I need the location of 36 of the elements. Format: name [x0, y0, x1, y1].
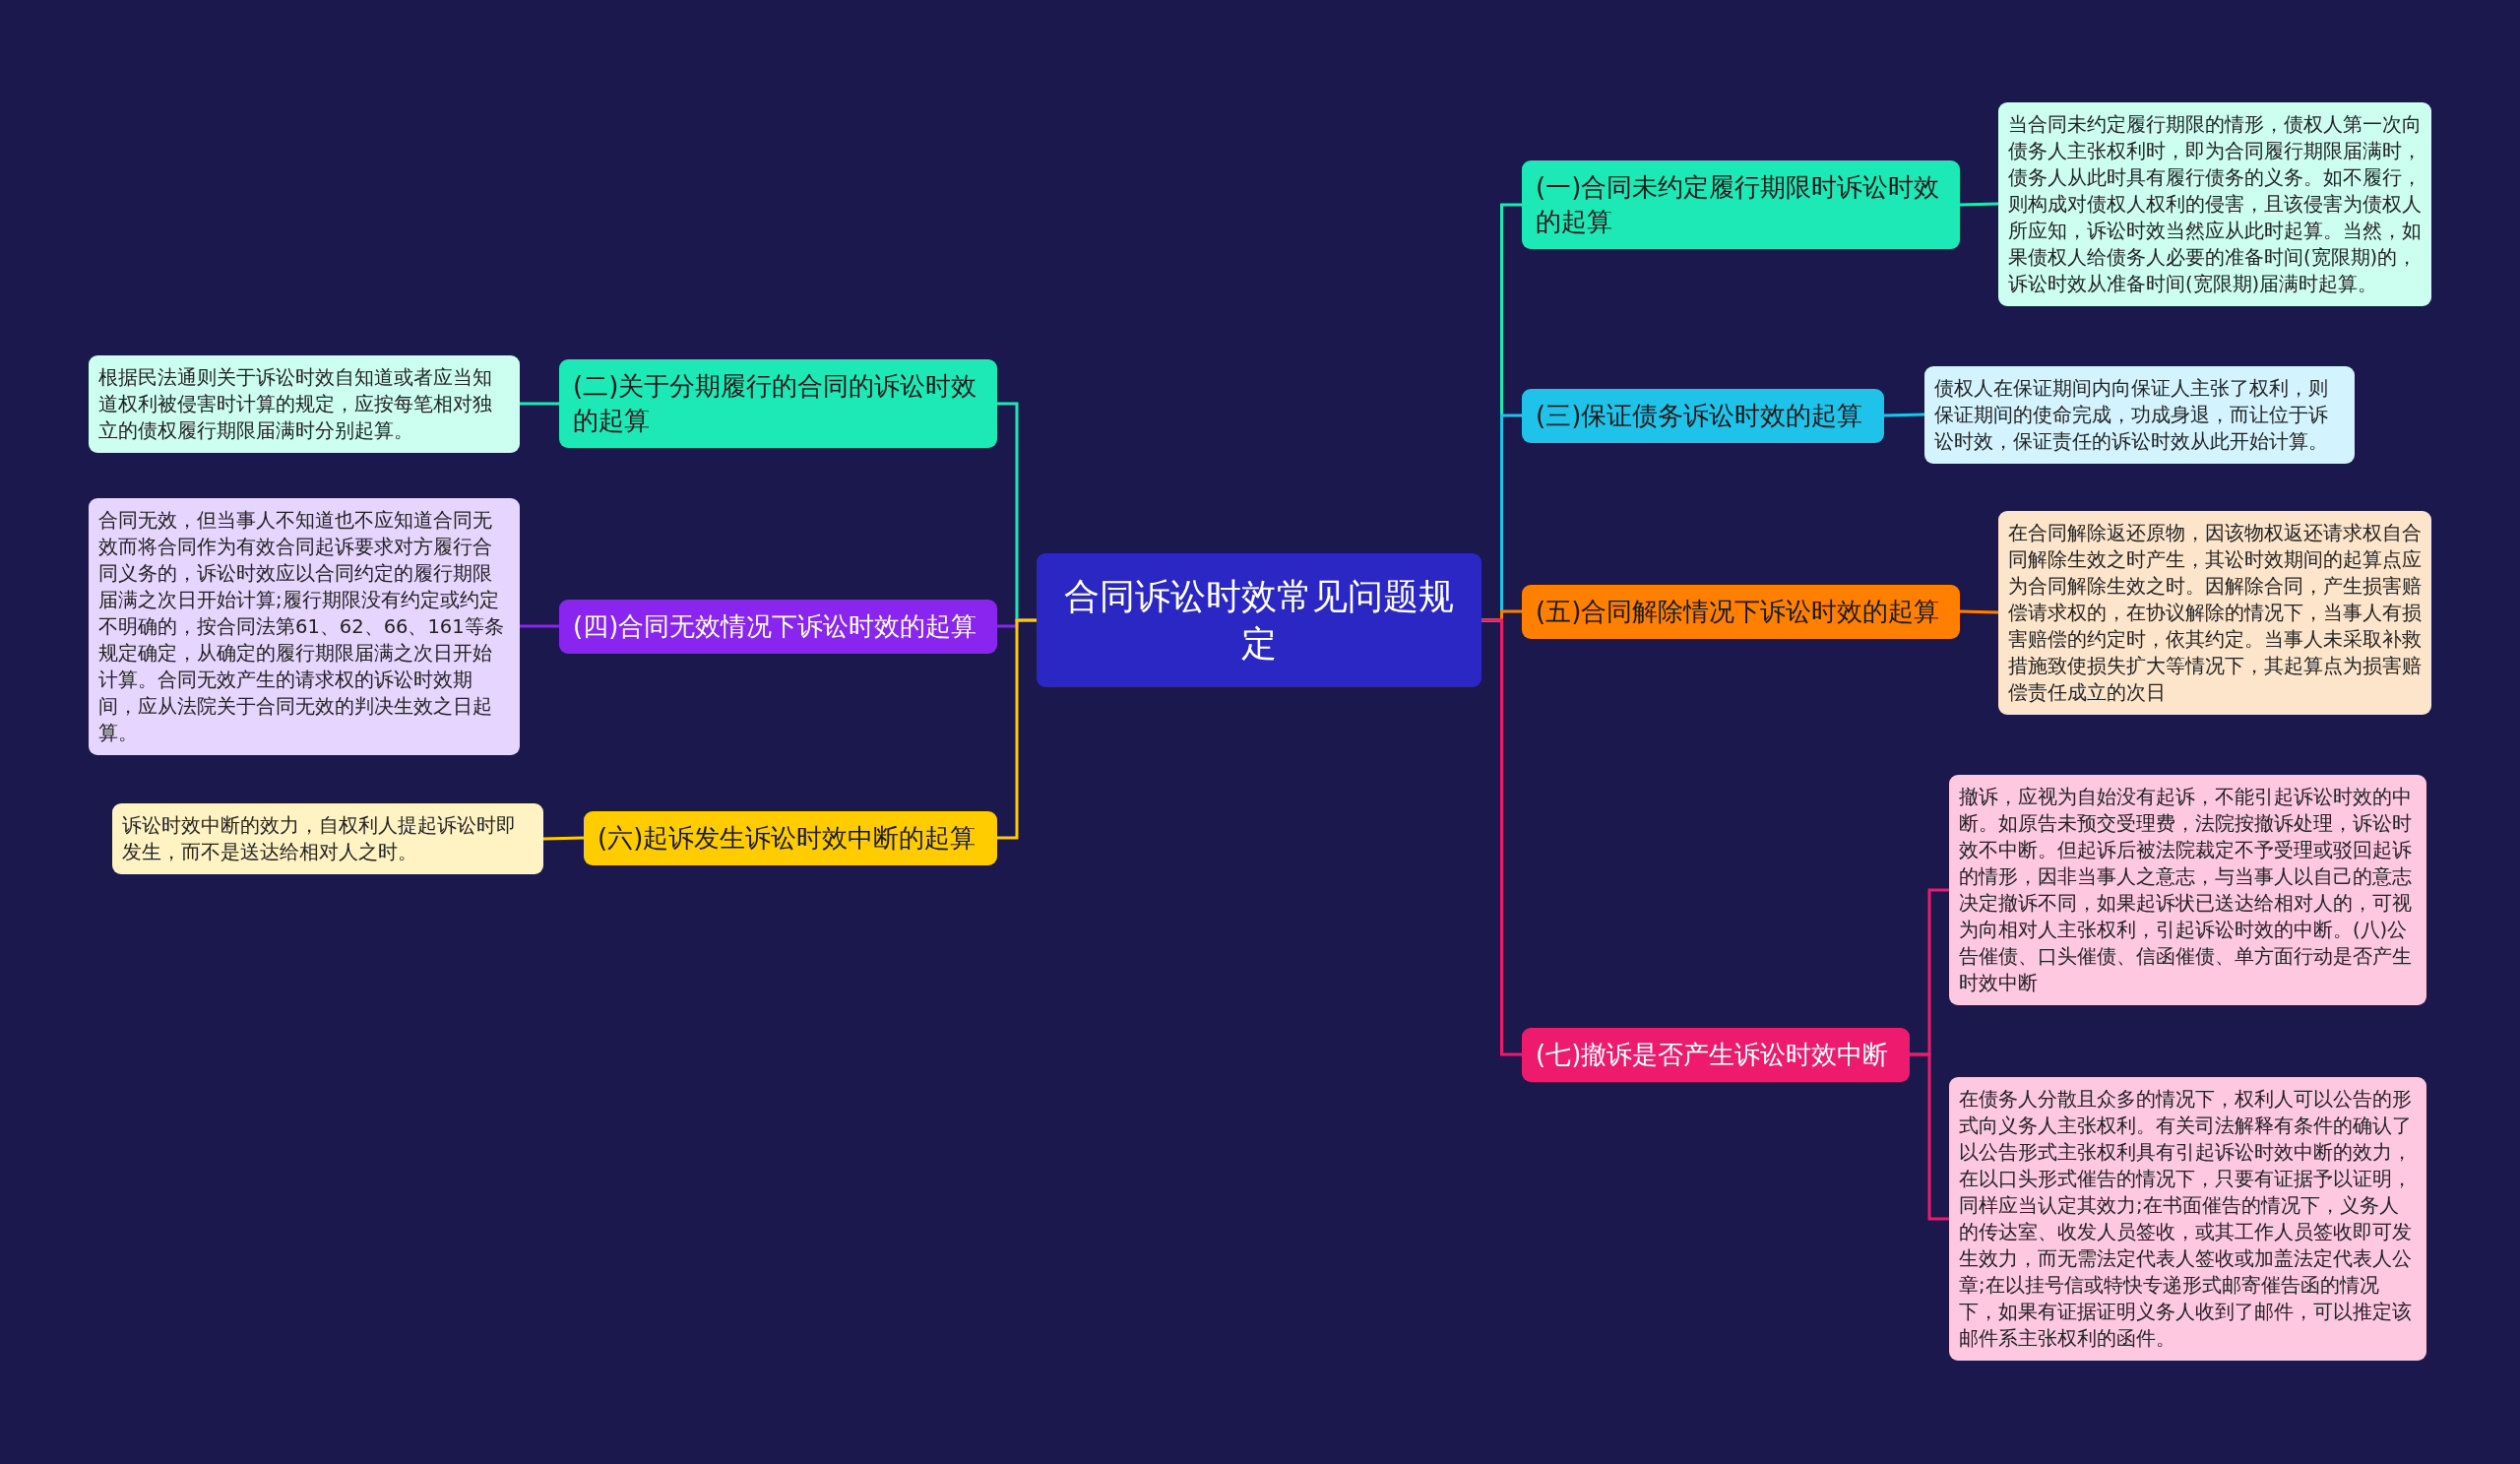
- connector-line: [542, 836, 585, 841]
- note-box: [1924, 365, 2355, 464]
- note-box: [112, 803, 543, 874]
- node-text: (六)起诉发生诉讼时效中断的起算: [598, 821, 977, 855]
- connector-line: [520, 624, 559, 628]
- connector-line: [1959, 609, 1999, 614]
- node-text: 撤诉，应视为自始没有起诉，不能引起诉讼时效的中断。如原告未预交受理费，法院按撤诉处理，诉讼时效不中断。但起诉后被法院裁定不予受理或驳回起诉的情形，因非当事人之意志，与当事人以自己的意志决定撤诉不同，如果起诉状已送达给相对人的，可视为向相对人主张权利，引起诉讼时效的中断。(八)公告催债、口头催债、信函催债、单方面行动是否产生时效中断: [1959, 785, 2413, 996]
- node-text: (四)合同无效情况下诉讼时效的起算: [573, 609, 978, 643]
- node-text: 合同无效，但当事人不知道也不应知道合同无效而将合同作为有效合同起诉要求对方履行合同义务的，诉讼时效应以合同约定的履行期限届满之次日开始计算;履行期限没有约定或约定不明确的，按合同法第61、62、66、161等条规定确定，从确定的履行期限届满之次日开始计算。合同无效产生的请求权的诉讼时效期间，应从法院关于合同无效的判决生效之日起算。: [98, 507, 505, 746]
- topic-box: [559, 599, 997, 654]
- connector-line: [997, 618, 1037, 840]
- node-text: 合同诉讼时效常见问题规定: [1063, 575, 1455, 666]
- connector-line: [1959, 202, 1999, 207]
- node-text: (七)撤诉是否产生诉讼时效中断: [1536, 1038, 1890, 1071]
- topic-box: [1522, 584, 1960, 639]
- node-text: (二)关于分期履行的合同的诉讼时效的起算: [573, 370, 978, 437]
- topic-box: [1522, 160, 1960, 249]
- node-text: (一)合同未约定履行期限时诉讼时效的起算: [1536, 171, 1941, 238]
- note-box: [89, 354, 520, 453]
- central-topic-box: [1037, 553, 1481, 687]
- node-text: 根据民法通则关于诉讼时效自知道或者应当知道权利被侵害时计算的规定，应按每笔相对独立的债权履行期限届满时分别起算。: [98, 364, 493, 444]
- node-text: (三)保证债务诉讼时效的起算: [1536, 399, 1864, 432]
- node-text: 债权人在保证期间内向保证人主张了权利，则保证期间的使命完成，功成身退，而让位于诉讼时效，保证责任的诉讼时效从此开始计算。: [1934, 375, 2329, 455]
- node-text: 诉讼时效中断的效力，自权利人提起诉讼时即发生，而不是送达给相对人之时。: [122, 813, 517, 865]
- connector-line: [1481, 618, 1522, 1056]
- connector-line: [520, 402, 559, 406]
- node-text: 在合同解除返还原物，因该物权返还请求权自合同解除生效之时产生，其讼时效期间的起算点应为合同解除生效之时。因解除合同，产生损害赔偿请求权的，在协议解除的情况下，当事人有损害赔偿的约定时，依其约定。当事人未采取补救措施致使损失扩大等情况下，其起算点为损害赔偿责任成立的次日: [2008, 520, 2422, 706]
- connector-line: [1883, 413, 1925, 417]
- topic-box: [559, 359, 997, 448]
- topic-box: [584, 810, 997, 865]
- connector-line: [1910, 1052, 1949, 1221]
- node-text: (五)合同解除情况下诉讼时效的起算: [1536, 595, 1941, 628]
- topic-box: [1522, 388, 1884, 443]
- topic-box: [1522, 1027, 1910, 1082]
- node-text: 当合同未约定履行期限的情形，债权人第一次向债务人主张权利时，即为合同履行期限届满时，债务人从此时具有履行债务的义务。如不履行，则构成对债权人权利的侵害，且该侵害为债权人所应知，诉讼时效当然应从此时起算。当然，如果债权人给债务人必要的准备时间(宽限期)的，诉讼时效从准备时间(宽限期)届满时起算。: [2008, 111, 2422, 297]
- node-text: 在债务人分散且众多的情况下，权利人可以公告的形式向义务人主张权利。有关司法解释有条件的确认了以公告形式主张权利具有引起诉讼时效中断的效力，在以口头形式催告的情况下，只要有证据予以证明，同样应当认定其效力;在书面催告的情况下，义务人的传达室、收发人员签收，或其工作人员签收即可发生效力，而无需法定代表人签收或加盖法定代表人公章;在以挂号信或特快专递形式邮寄催告函的情况下，如果有证据证明义务人收到了邮件，可以推定该邮件系主张权利的函件。: [1959, 1087, 2413, 1352]
